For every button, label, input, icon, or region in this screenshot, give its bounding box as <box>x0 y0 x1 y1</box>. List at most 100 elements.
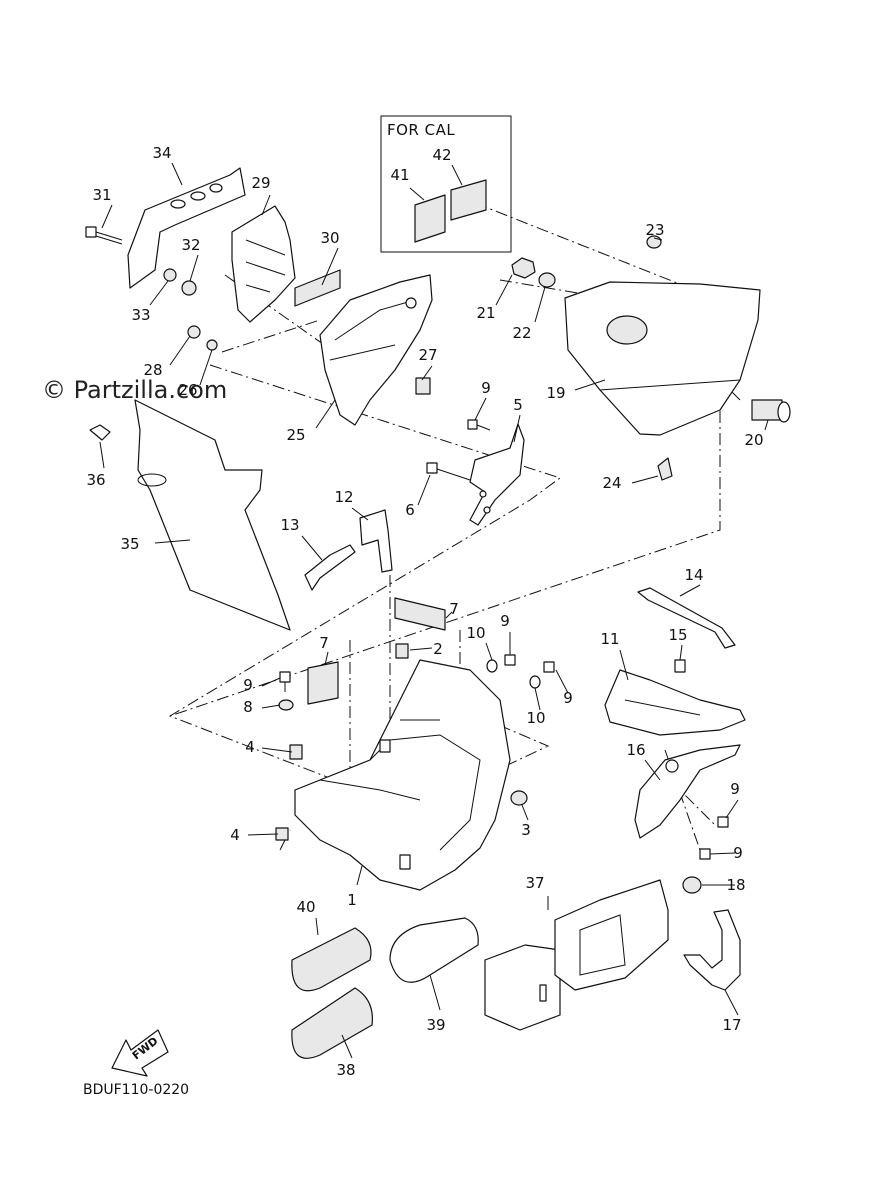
washer-10-bottom <box>529 675 541 689</box>
leader-line-cal-31 <box>101 204 113 229</box>
leader-line-cal-9e <box>725 799 739 819</box>
leader-line-cal-3 <box>521 804 529 821</box>
leader-line-cal-14 <box>679 584 701 597</box>
strap-17 <box>683 909 741 991</box>
pad-30 <box>294 269 341 307</box>
leader-line-cal-10a <box>485 642 493 661</box>
bolt-9-top <box>467 419 491 431</box>
callout-cal-31: 31 <box>92 186 111 204</box>
leader-line-cal-40 <box>315 917 319 936</box>
leader-line-cal-35 <box>154 539 191 544</box>
for-cal-label: FOR CAL <box>387 121 455 139</box>
bolt-9-left <box>279 671 291 692</box>
callout-cal-26: 26 <box>178 381 197 399</box>
callout-cal-15: 15 <box>668 626 687 644</box>
leader-line-cal-41 <box>409 187 425 201</box>
watermark: © Partzilla.com <box>42 376 227 404</box>
leader-line-cal-7b <box>324 651 329 666</box>
bracket-5 <box>469 423 525 526</box>
nut-26 <box>206 339 218 351</box>
callout-cal-7a: 7 <box>449 600 459 618</box>
leader-line-cal-9a <box>474 397 487 421</box>
side-cover-25 <box>319 274 433 426</box>
callout-cal-4a: 4 <box>245 738 255 756</box>
grommet-32 <box>181 280 197 296</box>
washer-10-top <box>486 659 498 673</box>
leader-line-cal-13 <box>301 535 323 561</box>
callout-cal-18: 18 <box>726 876 745 894</box>
leader-line-cal-2 <box>409 647 433 651</box>
side-cover-19 <box>564 281 761 436</box>
callout-labels: 1234456778999999101011121314151617181920… <box>86 144 763 1079</box>
grommet-3 <box>510 790 528 806</box>
callout-cal-9e: 9 <box>730 780 740 798</box>
callout-cal-33: 33 <box>131 306 150 324</box>
callout-cal-2: 2 <box>433 640 443 658</box>
leader-line-cal-23 <box>653 237 663 241</box>
leader-line-cal-33 <box>149 280 169 306</box>
callout-cal-8: 8 <box>243 698 253 716</box>
callout-cal-10a: 10 <box>466 624 485 642</box>
heat-shield-35 <box>134 399 291 631</box>
bolt-9-lower-right-2 <box>699 848 711 860</box>
leader-line-cal-38 <box>341 1034 353 1059</box>
leader-line-cal-10b <box>534 687 541 711</box>
callout-cal-24: 24 <box>602 474 621 492</box>
leader-line-cal-9d <box>555 669 569 694</box>
callout-cal-36: 36 <box>86 471 105 489</box>
leader-line-cal-25 <box>315 399 336 429</box>
callout-cal-6: 6 <box>405 501 415 519</box>
clip-12 <box>359 509 393 573</box>
callout-cal-17: 17 <box>722 1016 741 1034</box>
lock-20 <box>751 399 791 423</box>
callout-cal-40: 40 <box>296 898 315 916</box>
callout-cal-41: 41 <box>390 166 409 184</box>
callout-cal-14: 14 <box>684 566 703 584</box>
callout-cal-27: 27 <box>418 346 437 364</box>
leader-line-cal-4b <box>247 833 279 836</box>
callout-cal-38: 38 <box>336 1061 355 1079</box>
leader-line-cal-22 <box>534 286 546 323</box>
leader-line-cal-5 <box>513 414 521 443</box>
leader-line-cal-9f <box>709 852 736 855</box>
callout-cal-22: 22 <box>512 324 531 342</box>
nut-2 <box>395 643 409 659</box>
cover-40 <box>291 927 372 992</box>
grommet-22 <box>538 272 556 288</box>
clip-27 <box>415 377 431 395</box>
callout-cal-9c: 9 <box>500 612 510 630</box>
grommet-33 <box>163 268 177 282</box>
callout-cal-1: 1 <box>347 891 357 909</box>
leader-line-cal-39 <box>429 974 441 1011</box>
callout-cal-5: 5 <box>513 396 523 414</box>
bolt-9-right <box>543 661 555 673</box>
callout-cal-9f: 9 <box>733 844 743 862</box>
callout-cal-9d: 9 <box>563 689 573 707</box>
leader-line-cal-8 <box>261 704 281 709</box>
leader-line-cal-24 <box>631 475 659 484</box>
sleeve-39 <box>389 917 479 983</box>
leader-line-cal-17 <box>724 989 739 1016</box>
leader-line-cal-42 <box>451 164 463 186</box>
cover-29 <box>231 205 296 323</box>
callout-cal-20: 20 <box>744 431 763 449</box>
bracket-11 <box>604 669 746 736</box>
callout-cal-16: 16 <box>626 741 645 759</box>
leader-lines <box>99 162 769 1059</box>
callout-cal-19: 19 <box>546 384 565 402</box>
label-sticker-41 <box>414 194 446 243</box>
leader-line-cal-27 <box>421 365 433 381</box>
bolt-9-mid <box>504 654 516 666</box>
diagram-code: BDUF110-0220 <box>83 1082 189 1098</box>
leader-line-cal-15 <box>679 644 683 661</box>
collar-8 <box>278 699 294 711</box>
bolt-28 <box>187 325 201 339</box>
callout-cal-9a: 9 <box>481 379 491 397</box>
leader-line-cal-11 <box>619 649 629 681</box>
leader-line-cal-32 <box>189 254 199 282</box>
grommet-18 <box>682 876 702 894</box>
pad-7-top <box>394 597 446 631</box>
callout-cal-23: 23 <box>645 221 664 239</box>
